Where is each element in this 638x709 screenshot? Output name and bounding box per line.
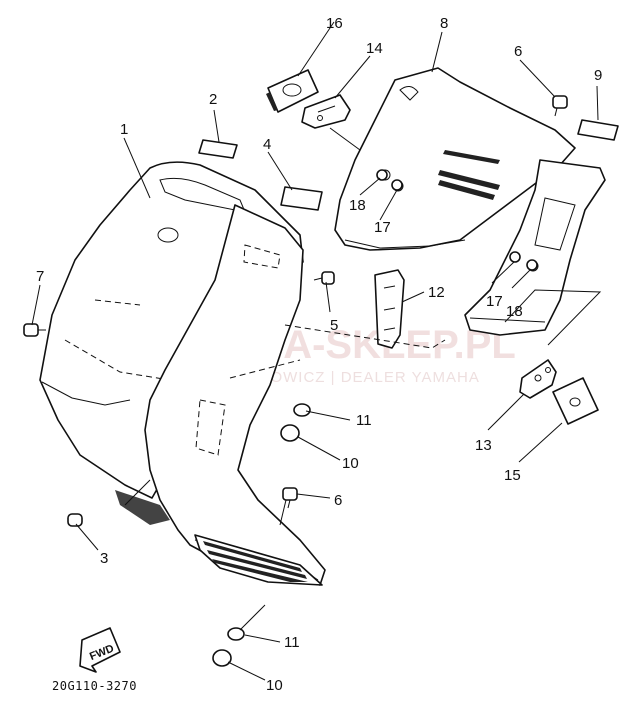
callout-18-left: 18 — [349, 197, 366, 214]
callout-9: 9 — [594, 67, 602, 84]
callouts: 1 2 3 4 5 6 6 7 8 9 10 10 11 11 12 13 14… — [36, 15, 602, 694]
part-12-plate — [374, 269, 405, 349]
part-10-grommet-lower — [212, 649, 232, 667]
part-18-nut-left — [376, 169, 388, 181]
part-6-bolt-top — [552, 95, 568, 117]
callout-5: 5 — [330, 317, 338, 334]
fwd-arrow: FWD — [79, 627, 121, 673]
callout-10-lower: 10 — [266, 677, 283, 694]
callout-11-lower: 11 — [284, 634, 300, 651]
part-2-label — [198, 139, 238, 159]
callout-4: 4 — [263, 136, 271, 153]
callout-12: 12 — [428, 284, 445, 301]
part-6-bolt-lower — [282, 487, 298, 509]
part-9-label — [577, 119, 619, 141]
callout-8: 8 — [440, 15, 448, 32]
callout-1: 1 — [120, 121, 128, 138]
callout-17-right: 17 — [486, 293, 503, 310]
callout-14: 14 — [366, 40, 383, 57]
callout-6-lower: 6 — [334, 492, 342, 509]
callout-2: 2 — [209, 91, 217, 108]
callout-7: 7 — [36, 268, 44, 285]
leader-lines — [31, 21, 602, 681]
callout-16: 16 — [326, 15, 343, 32]
part-8-side-bracket — [464, 159, 606, 336]
part-17-screw-left — [391, 179, 403, 191]
part-17-screw-right — [509, 251, 521, 263]
callout-13: 13 — [475, 437, 492, 454]
part-11-washer-lower — [227, 627, 245, 641]
diagram-code: 20G110-3270 — [52, 679, 137, 693]
part-4-label — [280, 186, 323, 211]
fasteners — [23, 95, 568, 667]
part-18-nut-right — [526, 259, 538, 271]
callout-10-upper: 10 — [342, 455, 359, 472]
callout-17-left: 17 — [374, 219, 391, 236]
part-3-collar — [67, 513, 83, 527]
part-14-bracket — [301, 94, 351, 129]
part-15-pad — [552, 377, 599, 425]
part-5-bolt — [313, 271, 335, 285]
part-10-grommet-upper — [280, 424, 300, 442]
shield-grille — [115, 490, 323, 586]
part-7-bolt — [23, 323, 46, 337]
part-16-pad — [266, 69, 319, 113]
callout-3: 3 — [100, 550, 108, 567]
callout-6-top: 6 — [514, 43, 522, 60]
callout-11-upper: 11 — [356, 412, 372, 429]
part-8-inner-cover — [334, 67, 576, 251]
callout-18-right: 18 — [506, 303, 523, 320]
callout-15: 15 — [504, 467, 521, 484]
part-13-bracket — [519, 359, 557, 399]
part-11-washer-upper — [293, 403, 311, 417]
